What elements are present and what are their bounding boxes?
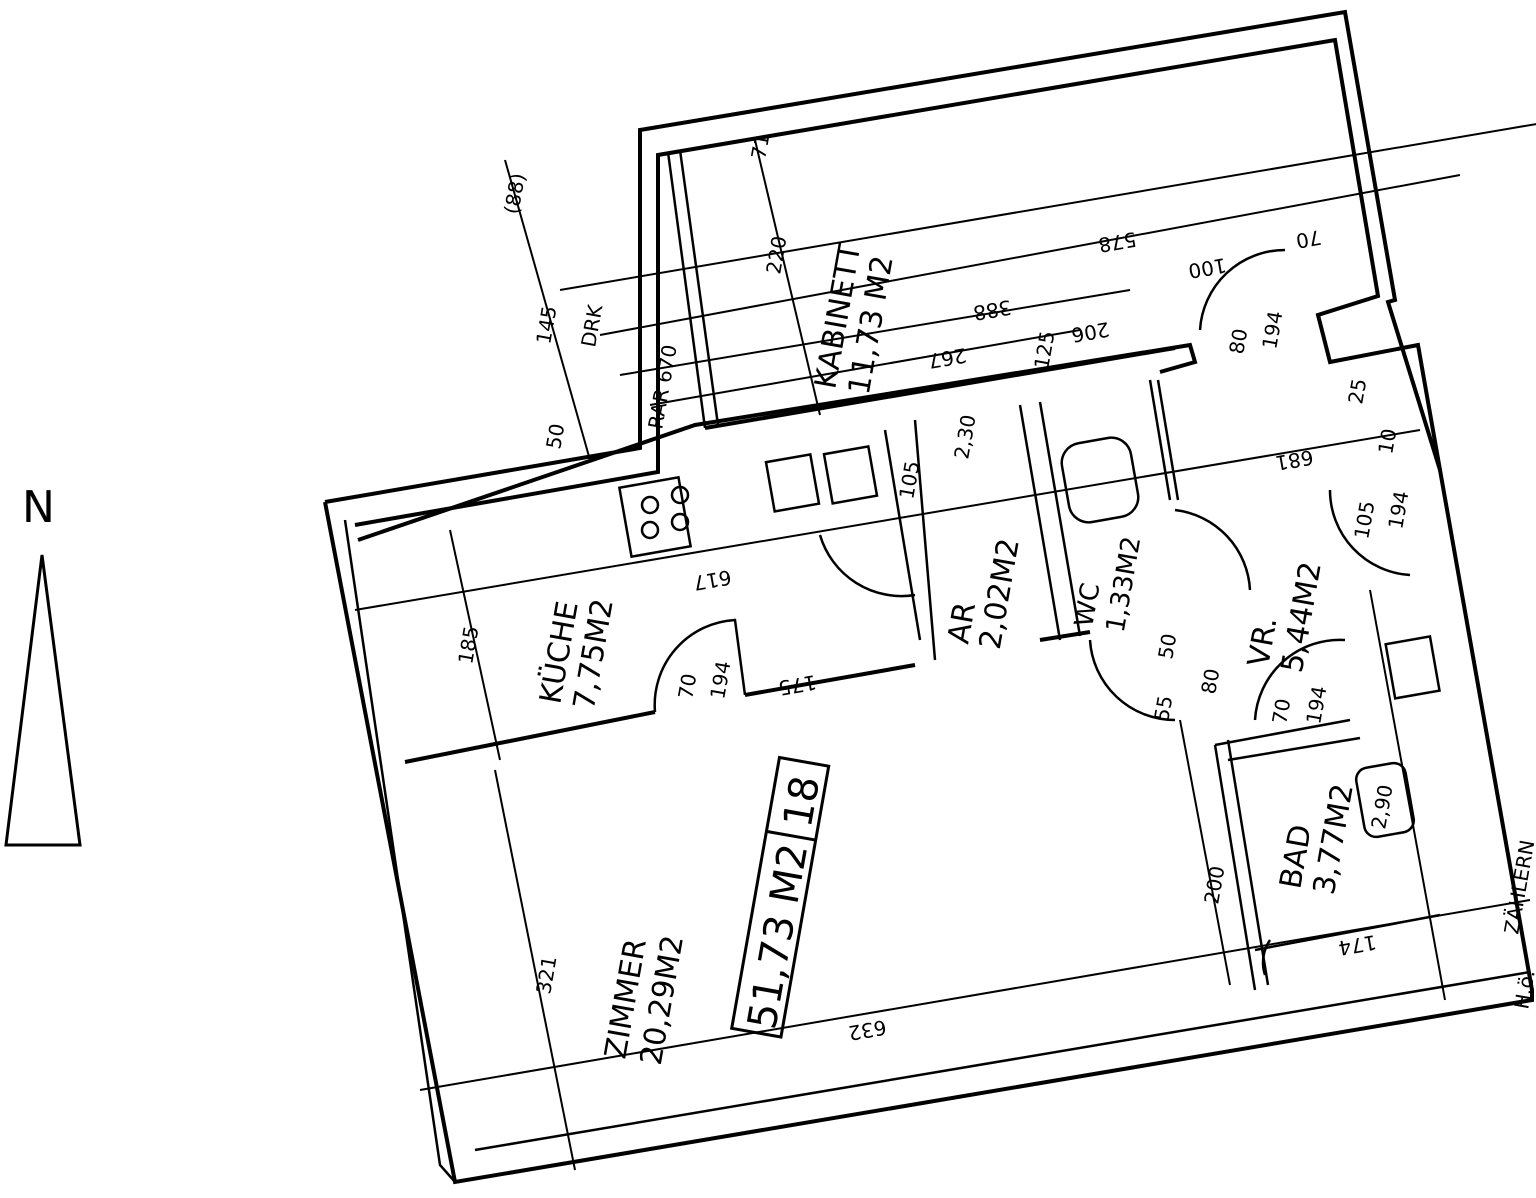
dim-632: 632: [847, 1015, 889, 1045]
room-area: 1,33M2: [1101, 534, 1147, 635]
dim-617: 617: [692, 565, 734, 595]
dim-50b: 50: [1153, 632, 1181, 661]
outer-walls: [323, 9, 1534, 1185]
dim-125: 125: [1029, 329, 1059, 371]
dim-50: 50: [541, 422, 569, 451]
dim-70c: 70: [1267, 697, 1295, 726]
room-vr: VR. 5,44M2: [1241, 559, 1329, 675]
north-label: N: [22, 482, 55, 533]
dim-25: 25: [1343, 377, 1371, 406]
dim-10: 10: [1373, 427, 1401, 456]
dim-578: 578: [1097, 227, 1139, 257]
room-name: AR: [941, 600, 983, 647]
dim-88: (88): [499, 171, 530, 216]
dim-145: 145: [531, 304, 561, 346]
room-kueche: KÜCHE 7,75M2: [532, 596, 620, 712]
dim-175: 175: [777, 670, 819, 700]
dim-105b: 105: [1349, 499, 1379, 541]
dim-194c: 194: [705, 659, 735, 701]
dim-70a: 70: [1294, 225, 1323, 253]
room-bad: BAD 3,77M2: [1273, 781, 1360, 897]
dim-80: 80: [1224, 327, 1252, 356]
room-name: VR.: [1241, 614, 1284, 669]
dim-100: 100: [1187, 253, 1229, 283]
room-ar: AR 2,02M2: [941, 536, 1027, 652]
dim-194b: 194: [1383, 489, 1413, 531]
total-area-suffix: 18: [775, 773, 829, 831]
dim-230: 2,30: [949, 413, 980, 461]
room-area: 2,02M2: [973, 536, 1027, 652]
dimension-lines: [354, 123, 1536, 1171]
dim-220: 220: [761, 234, 791, 276]
meter-label: ZÄHLERN: [1499, 838, 1536, 936]
doors: [653, 248, 1411, 976]
room-area: 5,44M2: [1275, 559, 1329, 675]
dim-194d: 194: [1301, 684, 1331, 726]
room-wc: WC 1,33M2: [1069, 534, 1147, 635]
dim-55: 55: [1149, 694, 1177, 723]
dim-70b: 70: [673, 672, 701, 701]
dim-194a: 194: [1257, 309, 1287, 351]
dim-71: 71: [746, 132, 774, 161]
dim-681: 681: [1274, 445, 1316, 475]
rar-label: RAR 670: [643, 343, 681, 431]
dim-321: 321: [531, 954, 561, 996]
drk-label: DRK: [576, 302, 607, 349]
dim-267: 267: [927, 343, 969, 373]
dim-80b: 80: [1196, 667, 1224, 696]
dimension-texts: 632 321 200 185 578 388 267 206 125 145 …: [453, 132, 1413, 1046]
north-arrow-icon: [4, 554, 82, 847]
room-name: WC: [1069, 581, 1106, 629]
dim-206: 206: [1070, 317, 1112, 347]
dim-388: 388: [972, 295, 1014, 325]
total-area-box: 51,73 M2 18: [729, 755, 831, 1039]
room-kabinett: KABINETT 11,73 M2: [808, 240, 900, 397]
dim-290: 2,90: [1366, 783, 1397, 831]
total-area: 51,73 M2: [739, 840, 817, 1032]
dim-200: 200: [1199, 864, 1229, 906]
